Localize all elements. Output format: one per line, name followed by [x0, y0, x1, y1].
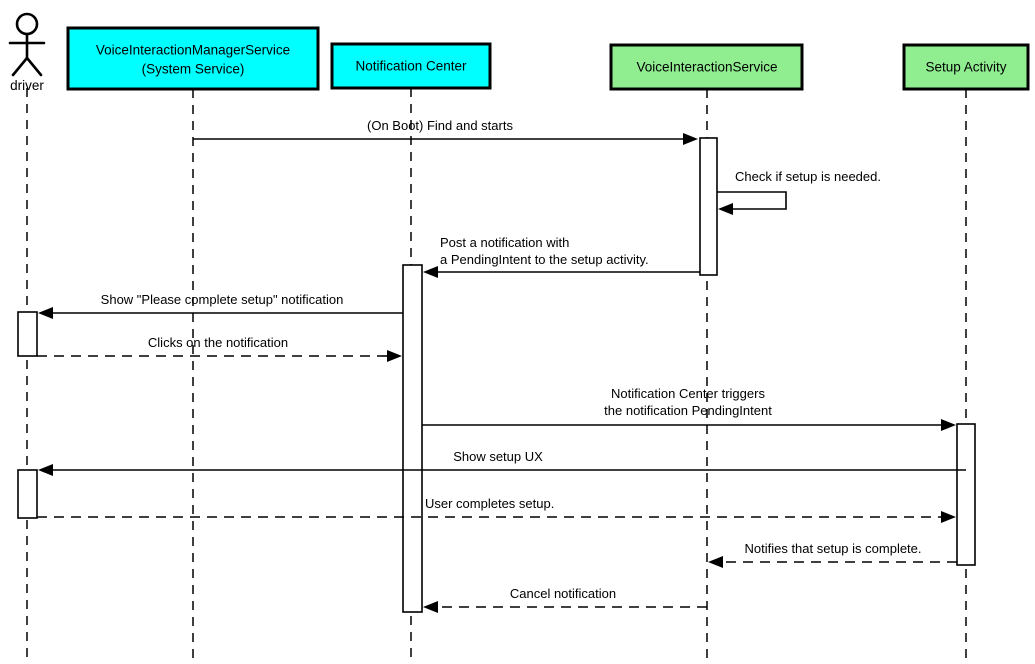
- participant-label-vims-line1: VoiceInteractionManagerService: [96, 43, 290, 58]
- participant-voiceinteractionservice[interactable]: VoiceInteractionService: [609, 43, 804, 91]
- participant-label-notification-center: Notification Center: [355, 59, 467, 74]
- participant-voiceinteractionmanagerservice[interactable]: VoiceInteractionManagerService (System S…: [66, 26, 320, 91]
- message-label: User completes setup.: [425, 496, 554, 511]
- participant-label-vis: VoiceInteractionService: [636, 60, 777, 75]
- message-label-line2: the notification PendingIntent: [604, 403, 772, 418]
- participant-notification-center[interactable]: Notification Center: [330, 42, 492, 90]
- message-user-completes-setup[interactable]: User completes setup.: [37, 496, 956, 523]
- actor-head-icon: [15, 12, 39, 36]
- message-arrowhead: [718, 203, 733, 215]
- message-arrowhead: [683, 133, 698, 145]
- message-label-line1: Notification Center triggers: [611, 386, 765, 401]
- activation-bars-group: [17, 137, 976, 613]
- message-label-line2: a PendingIntent to the setup activity.: [440, 252, 649, 267]
- message-check-if-setup-is-needed[interactable]: Check if setup is needed.: [717, 169, 881, 215]
- message-label-line1: Post a notification with: [440, 235, 569, 250]
- participant-box-rect: [330, 42, 492, 90]
- message-arrowhead: [423, 601, 438, 613]
- message-post-a-notification[interactable]: Post a notification with a PendingIntent…: [423, 235, 700, 278]
- activation-bar-notification-center: [402, 264, 423, 613]
- message-label: Show "Please complete setup" notificatio…: [101, 292, 344, 307]
- activation-bar-driver-first: [17, 311, 38, 357]
- message-notifies-that-setup-is-complete[interactable]: Notifies that setup is complete.: [708, 541, 957, 568]
- message-label: Check if setup is needed.: [735, 169, 881, 184]
- message-arrowhead: [941, 419, 956, 431]
- message-notification-center-triggers-pendingintent[interactable]: Notification Center triggers the notific…: [422, 386, 956, 431]
- message-arrowhead: [38, 464, 53, 476]
- message-label: Notifies that setup is complete.: [744, 541, 921, 556]
- message-clicks-on-the-notification[interactable]: Clicks on the notification: [37, 335, 402, 362]
- activation-bar-setup-activity: [956, 423, 976, 566]
- participant-box-rect: [902, 43, 1030, 91]
- participant-label-driver: driver: [10, 78, 44, 93]
- message-arrowhead: [38, 307, 53, 319]
- message-arrowhead: [941, 511, 956, 523]
- message-arrowhead: [387, 350, 402, 362]
- message-arrowhead: [423, 266, 438, 278]
- message-label: Show setup UX: [453, 449, 543, 464]
- actor-leg-right-icon: [25, 56, 43, 77]
- activation-bar-driver-second: [17, 469, 38, 519]
- message-label: Cancel notification: [510, 586, 616, 601]
- message-show-setup-ux[interactable]: Show setup UX: [38, 449, 966, 476]
- message-label: (On Boot) Find and starts: [367, 118, 513, 133]
- message-show-please-complete-setup-notification[interactable]: Show "Please complete setup" notificatio…: [38, 292, 403, 319]
- message-label: Clicks on the notification: [148, 335, 288, 350]
- participant-setup-activity[interactable]: Setup Activity: [902, 43, 1030, 91]
- message-line-self-loop: [717, 191, 787, 210]
- participant-driver[interactable]: driver: [8, 12, 46, 93]
- participant-box-rect: [66, 26, 320, 91]
- participant-box-rect: [609, 43, 804, 91]
- participant-label-vims-line2: (System Service): [142, 62, 245, 77]
- actor-leg-left-icon: [11, 56, 29, 77]
- message-on-boot-find-and-starts[interactable]: (On Boot) Find and starts: [193, 118, 698, 145]
- message-cancel-notification[interactable]: Cancel notification: [423, 586, 707, 613]
- activation-bar-voiceinteractionservice: [699, 137, 718, 276]
- message-arrowhead: [708, 556, 723, 568]
- participant-label-setup-activity: Setup Activity: [925, 60, 1006, 75]
